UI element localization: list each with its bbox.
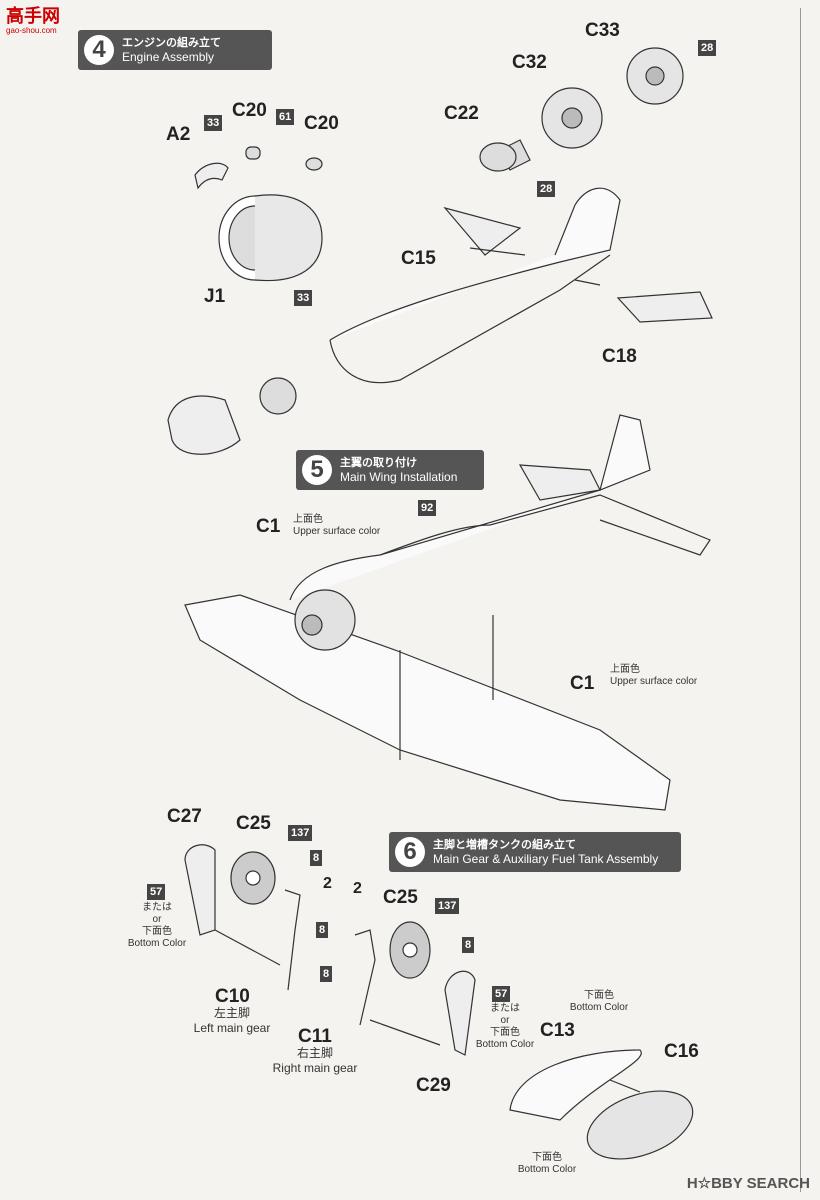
upper-surface-note: 上面色 Upper surface color <box>610 664 697 688</box>
part-label: C1 <box>256 516 281 537</box>
note-jp: 下面色 <box>490 1027 520 1038</box>
engine-c32 <box>479 87 603 172</box>
left-main-gear-label: 左主脚 Left main gear <box>180 1006 284 1036</box>
part-label: C1 <box>570 673 595 694</box>
gear-parts-step6 <box>184 844 476 1056</box>
hobbysearch-watermark: H☆BBY SEARCH <box>686 1175 810 1192</box>
gear-label-en: Right main gear <box>272 1061 358 1075</box>
assembly-arrows <box>214 247 641 1093</box>
step-number: 6 <box>395 837 425 867</box>
gear-label-en: Left main gear <box>193 1021 271 1035</box>
color-code-badge: 33 <box>204 115 223 131</box>
color-code-badge: 61 <box>276 109 295 125</box>
bottom-color-note: または or 下面色 Bottom Color <box>122 902 192 950</box>
part-label: C18 <box>602 346 637 367</box>
note-jp: 下面色 <box>584 990 614 1001</box>
color-code-badge: 8 <box>316 922 329 938</box>
step-number: 4 <box>84 35 114 65</box>
part-label: C22 <box>444 103 479 124</box>
watermark-brand: 高手网 <box>6 6 60 26</box>
step-title-jp: 主翼の取り付け <box>340 456 417 469</box>
part-label: C27 <box>167 806 202 827</box>
note-jp: または <box>490 1003 520 1014</box>
part-label: C32 <box>512 52 547 73</box>
bottom-color-note: または or 下面色 Bottom Color <box>470 1003 540 1051</box>
part-label: J1 <box>204 286 226 307</box>
note-en: Bottom Color <box>517 1164 577 1175</box>
step-title-en: Main Wing Installation <box>340 469 458 484</box>
step-number: 5 <box>302 455 332 485</box>
fuselage-step4 <box>167 187 713 455</box>
part-label: C16 <box>664 1041 699 1062</box>
note-en: Upper surface color <box>610 676 698 687</box>
part-label: 2 <box>353 880 362 897</box>
gear-label-jp: 左主脚 <box>213 1006 250 1020</box>
step-title-en: Main Gear & Auxiliary Fuel Tank Assembly <box>433 851 659 866</box>
color-code-badge: 28 <box>537 181 556 197</box>
note-jp: 下面色 <box>142 926 172 937</box>
bottom-color-note: 下面色 Bottom Color <box>562 990 636 1014</box>
right-main-gear-label: 右主脚 Right main gear <box>260 1046 370 1076</box>
note-en: Bottom Color <box>475 1039 535 1050</box>
step-title-jp: 主脚と増槽タンクの組み立て <box>433 838 576 851</box>
color-code-badge: 137 <box>435 898 460 914</box>
part-label: C10 <box>215 986 250 1007</box>
note-en: Bottom Color <box>127 938 187 949</box>
note-jp: 上面色 <box>293 514 323 525</box>
part-label: C25 <box>383 887 418 908</box>
step-title-en: Engine Assembly <box>122 49 215 64</box>
fuel-tank-parts <box>509 1049 694 1160</box>
color-code-badge: 8 <box>462 937 475 953</box>
gear-label-jp: 右主脚 <box>296 1046 333 1060</box>
watermark-logo: 高手网 gao-shou.com <box>6 6 60 35</box>
part-label: C25 <box>236 813 271 834</box>
color-code-badge: 57 <box>492 986 511 1002</box>
note-en: or <box>500 1015 510 1026</box>
note-jp: または <box>142 902 172 913</box>
color-code-badge: 57 <box>147 884 166 900</box>
color-code-badge: 28 <box>698 40 717 56</box>
note-jp: 上面色 <box>610 664 640 675</box>
part-label: C20 <box>304 113 339 134</box>
upper-surface-note: 上面色 Upper surface color <box>293 514 380 538</box>
color-code-badge: 33 <box>294 290 313 306</box>
note-en: or <box>152 914 162 925</box>
note-jp: 下面色 <box>532 1152 562 1163</box>
part-label: C29 <box>416 1075 451 1096</box>
aircraft-step5 <box>184 414 711 811</box>
part-label: C15 <box>401 248 436 269</box>
part-label: C33 <box>585 20 620 41</box>
page-frame <box>70 8 801 1192</box>
color-code-badge: 137 <box>288 825 313 841</box>
color-code-badge: 92 <box>418 500 437 516</box>
color-code-badge: 8 <box>320 966 333 982</box>
part-label: C20 <box>232 100 267 121</box>
step-title-jp: エンジンの組み立て <box>122 36 221 49</box>
watermark-url: gao-shou.com <box>6 26 57 35</box>
color-code-badge: 8 <box>310 850 323 866</box>
part-label: A2 <box>166 124 191 145</box>
part-label: 2 <box>323 875 332 892</box>
note-en: Upper surface color <box>293 526 381 537</box>
part-label: C11 <box>298 1026 332 1047</box>
bottom-color-note: 下面色 Bottom Color <box>512 1152 582 1176</box>
cowling-j1 <box>194 146 323 282</box>
part-label: C13 <box>540 1020 575 1041</box>
note-en: Bottom Color <box>569 1002 629 1013</box>
engine-c33 <box>626 47 684 105</box>
